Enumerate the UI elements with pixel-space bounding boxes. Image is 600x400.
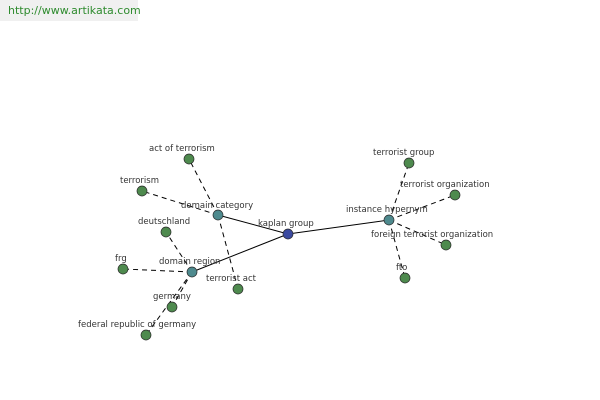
node-ftorg[interactable] [440,239,452,251]
edge-instance-torg [388,194,456,221]
node-germany[interactable] [166,301,178,313]
edge-region-deutsch [165,231,193,273]
node-frg[interactable] [117,263,129,275]
node-tgroup[interactable] [403,157,415,169]
graph-nodes [117,153,461,341]
node-label-fedrep[interactable]: federal republic of germany [78,320,196,330]
site-url-badge[interactable]: http://www.artikata.com [0,0,141,21]
node-label-fto[interactable]: fto [396,263,407,273]
edge-kaplan-category [217,214,289,235]
edge-category-tact [217,214,239,290]
edge-region-frg [122,268,193,273]
node-label-instance[interactable]: instance hypernym [346,205,428,215]
node-label-tgroup[interactable]: terrorist group [373,148,434,158]
node-deutsch[interactable] [160,226,172,238]
edge-kaplan-region [191,233,289,273]
node-kaplan[interactable] [282,228,294,240]
node-label-actterr[interactable]: act of terrorism [149,144,215,154]
node-label-terrorism[interactable]: terrorism [120,176,159,186]
node-label-kaplan[interactable]: kaplan group [258,219,314,229]
edge-category-actterr [188,158,219,216]
node-category[interactable] [212,209,224,221]
node-label-tact[interactable]: terrorist act [206,274,257,284]
node-instance[interactable] [383,214,395,226]
edge-instance-ftorg [388,219,447,246]
node-label-region[interactable]: domain region [159,257,220,267]
node-terrorism[interactable] [136,185,148,197]
node-label-ftorg[interactable]: foreign terrorist organization [371,230,493,240]
node-tact[interactable] [232,283,244,295]
graph-labels: kaplan group instance hypernym domain cate… [78,144,493,330]
site-url-link[interactable]: http://www.artikata.com [8,4,141,17]
node-label-torg[interactable]: terrorist organization [400,180,490,190]
graph-edges [122,158,456,336]
node-actterr[interactable] [183,153,195,165]
node-label-category[interactable]: domain category [181,201,253,211]
edge-region-germany [171,271,193,308]
node-region[interactable] [186,266,198,278]
edge-kaplan-instance [287,219,390,235]
node-fedrep[interactable] [140,329,152,341]
node-label-frg[interactable]: frg [115,254,127,264]
edge-category-terrorism [141,190,219,216]
edge-instance-fto [388,219,406,279]
node-torg[interactable] [449,189,461,201]
node-fto[interactable] [399,272,411,284]
node-label-deutsch[interactable]: deutschland [138,217,190,227]
node-label-germany[interactable]: germany [153,292,191,302]
edge-instance-tgroup [388,162,410,221]
